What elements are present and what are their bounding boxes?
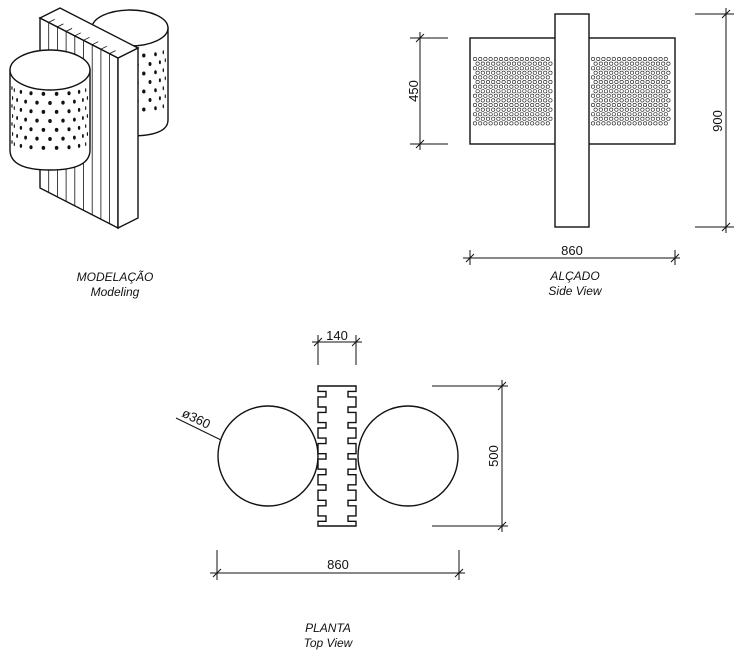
front-cylinder <box>9 49 91 171</box>
post-plan <box>317 385 357 527</box>
dim-label-450: 450 <box>406 80 421 102</box>
bin-plan-right <box>357 405 459 507</box>
modeling-caption: MODELAÇÃO Modeling <box>55 270 175 300</box>
top-view-title: PLANTA <box>305 621 351 635</box>
dimension-140 <box>312 335 362 365</box>
side-view-subtitle: Side View <box>548 284 602 298</box>
dimension-450 <box>410 32 448 150</box>
top-view-caption: PLANTA Top View <box>268 621 388 651</box>
modeling-3d-view <box>9 7 169 230</box>
modeling-subtitle: Modeling <box>90 285 140 299</box>
dim-label-860-top: 860 <box>327 557 349 572</box>
top-view-subtitle: Top View <box>303 636 353 650</box>
dimension-860-top <box>210 550 465 580</box>
modeling-title: MODELAÇÃO <box>76 270 154 284</box>
dim-label-500: 500 <box>486 445 501 467</box>
side-perforation-dots <box>472 56 671 126</box>
dimension-900 <box>695 8 734 233</box>
post-elevation <box>554 13 590 228</box>
dimension-860-side <box>463 250 680 265</box>
dim-label-140: 140 <box>326 328 348 343</box>
dimension-500 <box>432 380 508 532</box>
dim-label-860-side: 860 <box>561 243 583 258</box>
dim-label-900: 900 <box>710 110 725 132</box>
front-cylinder-perforation <box>11 86 88 150</box>
side-view <box>410 8 734 265</box>
bin-plan-left <box>217 405 319 507</box>
top-view <box>175 335 508 580</box>
side-view-title: ALÇADO <box>550 269 600 283</box>
side-view-caption: ALÇADO Side View <box>515 269 635 299</box>
diameter-leader <box>175 417 222 441</box>
